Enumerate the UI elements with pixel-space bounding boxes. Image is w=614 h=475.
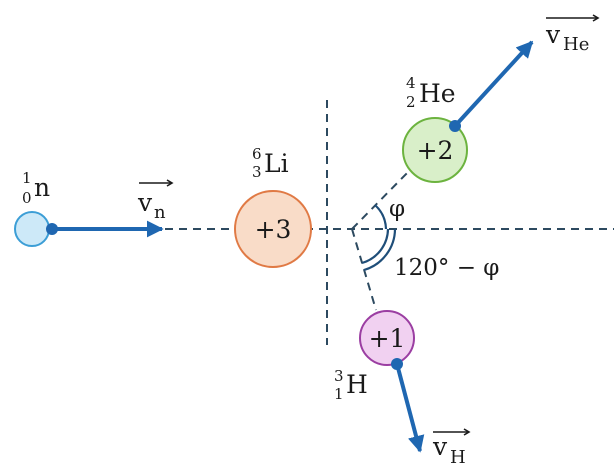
tritium-velocity-origin-dot (391, 358, 403, 370)
neutron-velocity-origin-dot (46, 223, 58, 235)
tritium-velocity-label: v H (432, 432, 466, 468)
helium-direction-dashed-line (351, 167, 413, 230)
helium-vector-tip (592, 14, 600, 22)
helium-mass-number: 4 (406, 74, 416, 92)
tritium-charge: +1 (369, 324, 406, 353)
neutron-mass-number: 1 (22, 169, 32, 187)
helium-circle (402, 117, 468, 183)
helium-label: 4 2 He (406, 73, 456, 111)
phi-angle-label: φ (389, 196, 405, 222)
helium-velocity-origin-dot (449, 120, 461, 132)
tritium-velocity-arrow (395, 363, 425, 453)
neutron-symbol: n (34, 173, 50, 202)
helium-velocity-arrow (453, 40, 534, 128)
tritium-velocity-base: v (432, 432, 448, 461)
neutron-label: 1 0 n (22, 168, 50, 207)
neutron-vector-tip (166, 179, 174, 187)
helium-velocity-label: v He (545, 20, 589, 55)
complement-angle-arc-inner (361, 228, 390, 265)
lithium-label: 6 3 Li (252, 144, 289, 181)
phi-angle-arc (374, 204, 388, 230)
tritium-mass-number: 3 (334, 367, 344, 385)
helium-charge: +2 (417, 136, 454, 165)
complement-angle-label: 120° − φ (394, 255, 499, 281)
tritium-atomic-number: 1 (334, 385, 344, 403)
tritium-symbol: H (346, 370, 368, 399)
tritium-velocity-subscript: H (450, 447, 466, 468)
lithium-circle (234, 190, 312, 268)
neutron-circle (14, 211, 50, 247)
tritium-vector-tip (463, 428, 471, 436)
tritium-circle (359, 310, 415, 366)
neutron-velocity-base: v (137, 188, 153, 217)
helium-symbol: He (419, 79, 456, 108)
neutron-velocity-subscript: n (154, 202, 166, 223)
complement-angle-arc-outer (363, 228, 397, 272)
lithium-atomic-number: 3 (252, 163, 262, 181)
neutron-atomic-number: 0 (22, 189, 32, 207)
helium-atomic-number: 2 (406, 93, 416, 111)
neutron-velocity-label: v n (137, 188, 166, 223)
lithium-symbol: Li (264, 149, 289, 178)
helium-velocity-base: v (545, 20, 561, 49)
tritium-label: 3 1 H (334, 366, 368, 403)
helium-velocity-subscript: He (563, 34, 589, 55)
lithium-mass-number: 6 (252, 145, 262, 163)
lithium-charge: +3 (255, 215, 292, 244)
